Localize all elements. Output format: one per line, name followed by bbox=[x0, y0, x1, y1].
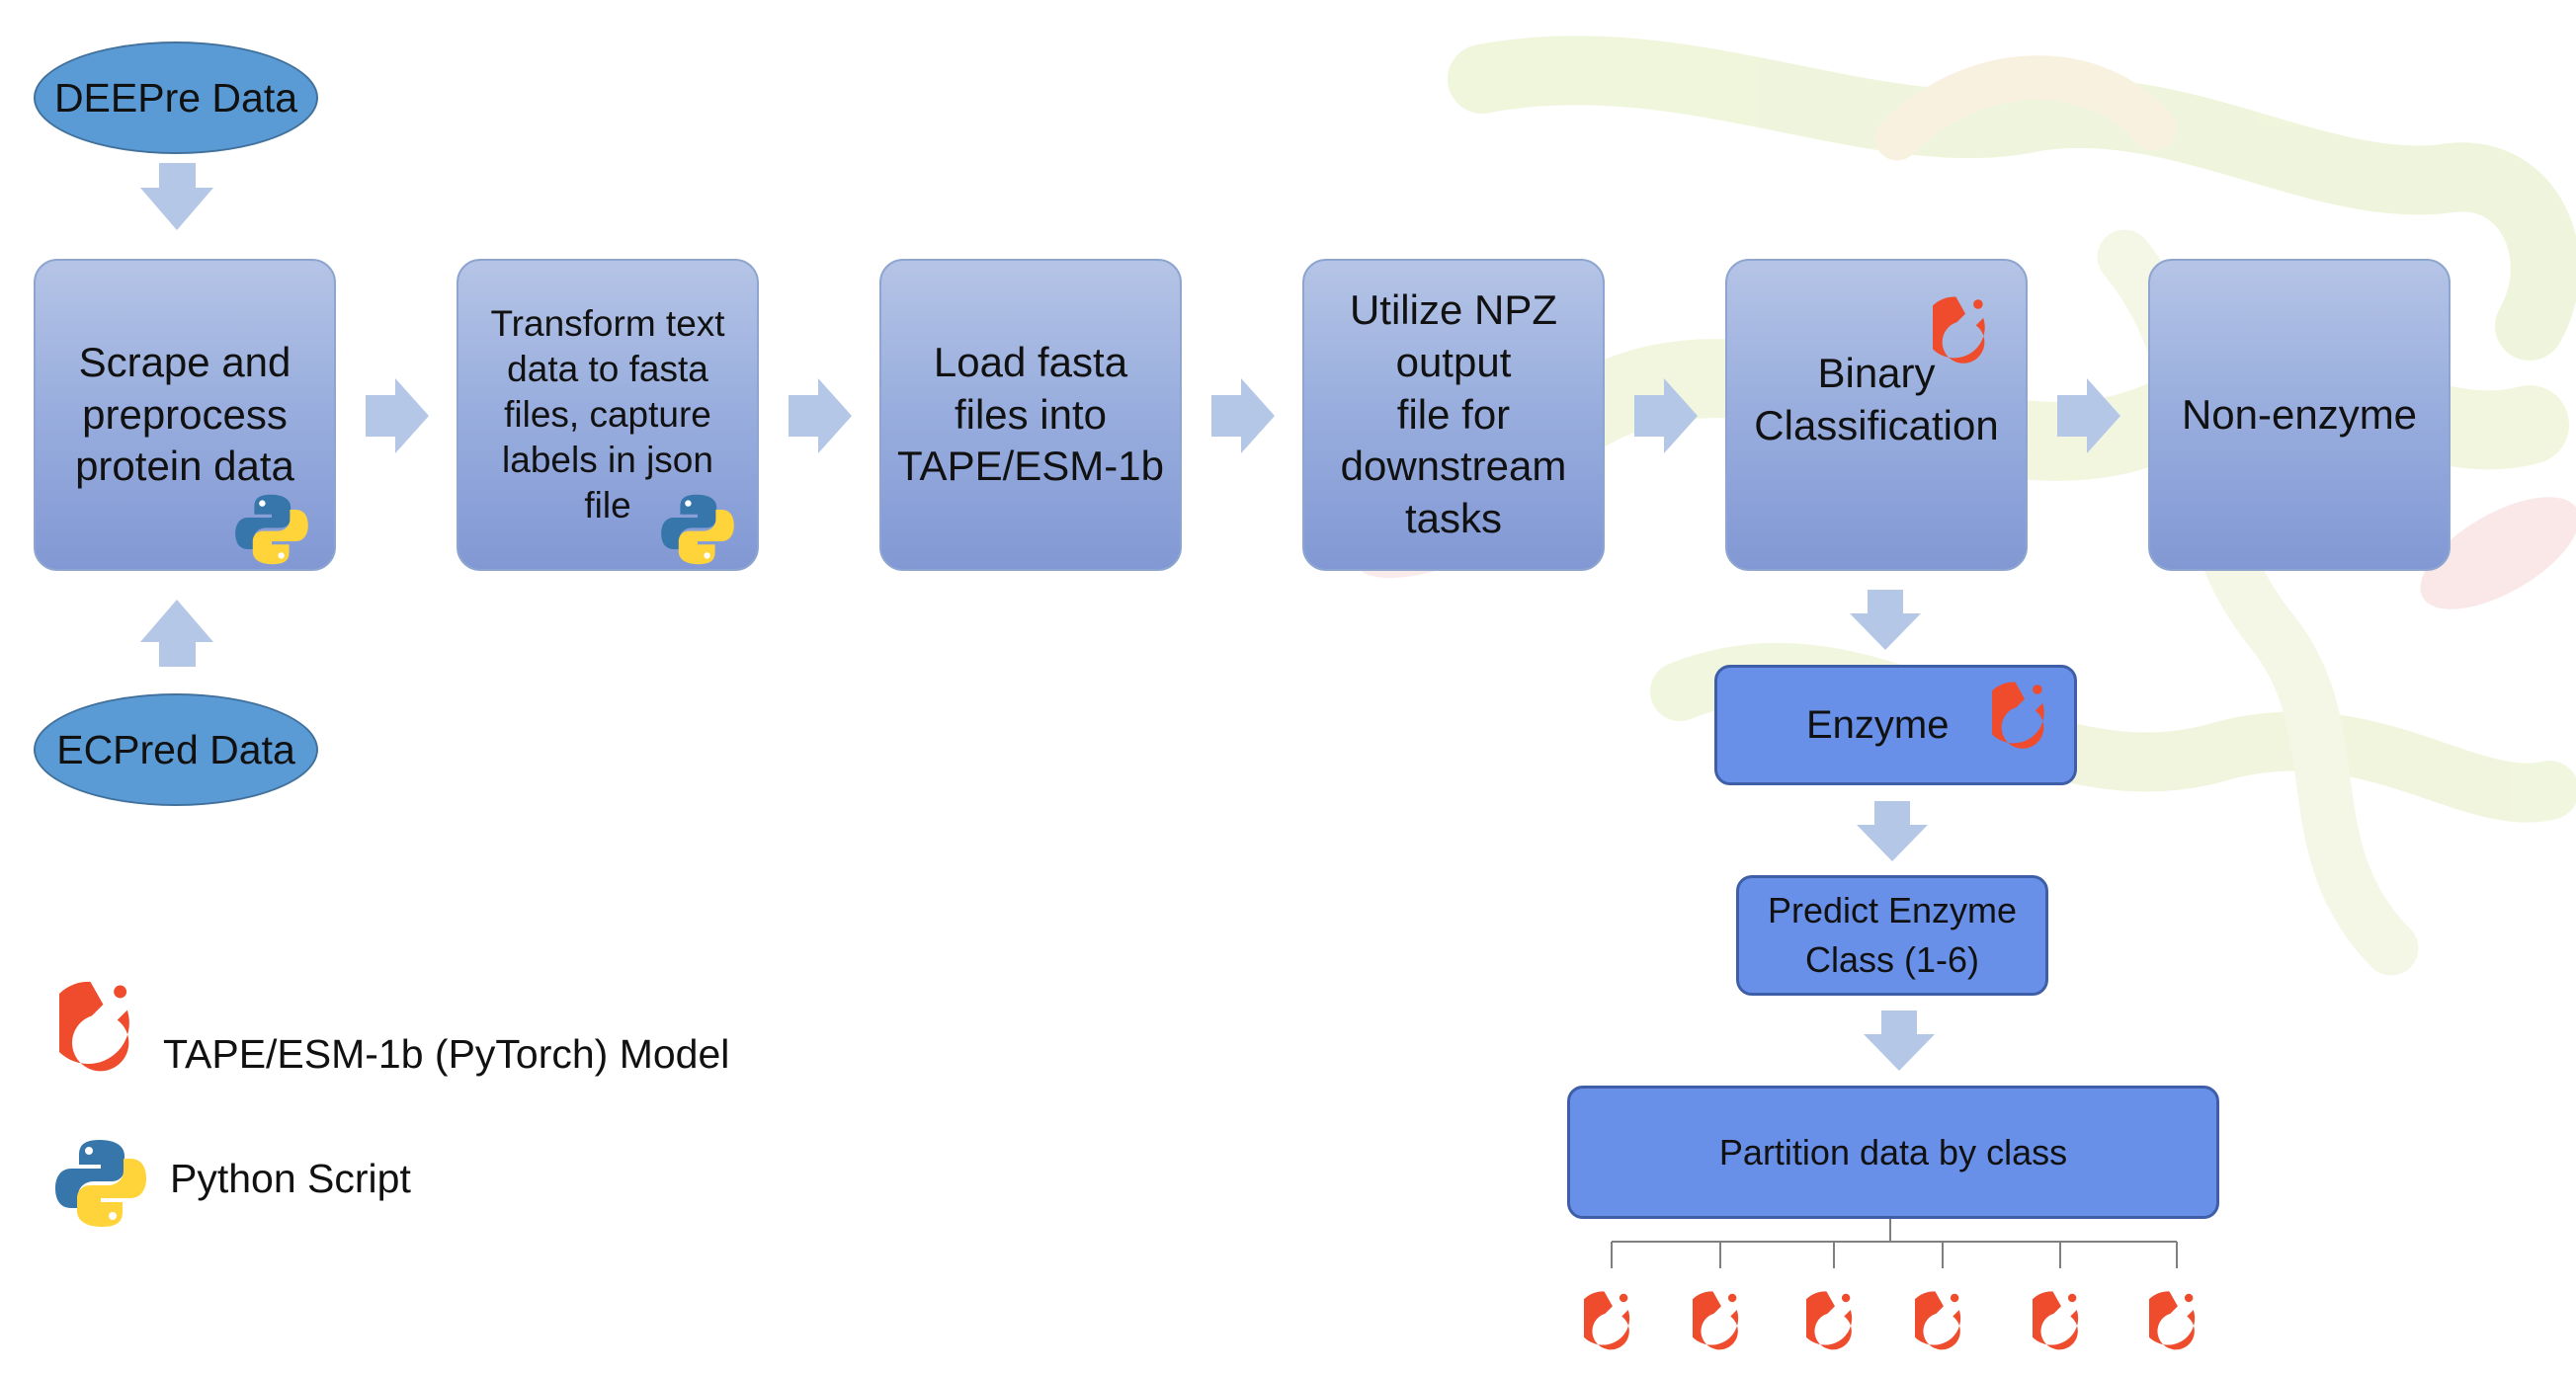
arrow-enzyme-to-predict bbox=[1857, 801, 1928, 861]
partition-data-label: Partition data by class bbox=[1718, 1131, 2068, 1172]
binary-pytorch-icon bbox=[1933, 296, 1985, 364]
arrow-scrape-to-transform bbox=[366, 378, 429, 453]
class-2-model-icon bbox=[1693, 1291, 1739, 1350]
enzyme-label: Enzyme bbox=[1806, 702, 1950, 747]
load-process-label: Load fasta files into TAPE/ESM-1b bbox=[897, 338, 1164, 490]
utilize-process-box: Utilize NPZ output file for downstream t… bbox=[1302, 259, 1605, 571]
non-enzyme-label: Non-enzyme bbox=[2181, 390, 2418, 438]
arrow-binary-to-enzyme bbox=[1850, 590, 1921, 650]
utilize-process-label: Utilize NPZ output file for downstream t… bbox=[1340, 285, 1567, 542]
load-process-box: Load fasta files into TAPE/ESM-1b bbox=[879, 259, 1182, 571]
deepre-data-label: DEEPre Data bbox=[53, 74, 298, 121]
class-3-model-icon bbox=[1806, 1291, 1853, 1350]
enzyme-pytorch-icon bbox=[1992, 682, 2044, 749]
predict-enzyme-class-box: Predict Enzyme Class (1-6) bbox=[1736, 875, 2048, 996]
legend-pytorch-label: TAPE/ESM-1b (PyTorch) Model bbox=[163, 1031, 730, 1077]
transform-process-label: Transform text data to fasta files, capt… bbox=[490, 303, 725, 525]
binary-classification-box: Binary Classification bbox=[1725, 259, 2028, 571]
arrow-ecpred-to-scrape bbox=[140, 600, 213, 667]
arrow-deepre-to-scrape bbox=[140, 163, 213, 230]
class-1-model-icon bbox=[1584, 1291, 1630, 1350]
arrow-binary-to-nonenzyme bbox=[2057, 378, 2120, 453]
predict-enzyme-class-label: Predict Enzyme Class (1-6) bbox=[1767, 889, 2018, 980]
class-5-model-icon bbox=[2033, 1291, 2079, 1350]
arrow-transform-to-load bbox=[789, 378, 852, 453]
legend-python-icon bbox=[55, 1140, 146, 1227]
class-4-model-icon bbox=[1915, 1291, 1961, 1350]
ecpred-data-node: ECPred Data bbox=[34, 693, 318, 806]
arrow-load-to-utilize bbox=[1211, 378, 1275, 453]
partition-connector-lines bbox=[1611, 1219, 2178, 1268]
binary-classification-label: Binary Classification bbox=[1754, 350, 1999, 448]
class-6-model-icon bbox=[2149, 1291, 2196, 1350]
arrow-utilize-to-binary bbox=[1634, 378, 1698, 453]
scrape-python-icon bbox=[235, 494, 308, 565]
arrow-predict-to-partition bbox=[1864, 1010, 1935, 1071]
transform-python-icon bbox=[661, 494, 734, 565]
ecpred-data-label: ECPred Data bbox=[56, 726, 295, 772]
deepre-data-node: DEEPre Data bbox=[34, 41, 318, 154]
scrape-process-label: Scrape and preprocess protein data bbox=[75, 338, 294, 490]
legend-python-label: Python Script bbox=[170, 1156, 411, 1201]
legend-pytorch-icon bbox=[59, 981, 129, 1072]
partition-data-box: Partition data by class bbox=[1567, 1086, 2219, 1219]
non-enzyme-box: Non-enzyme bbox=[2148, 259, 2451, 571]
